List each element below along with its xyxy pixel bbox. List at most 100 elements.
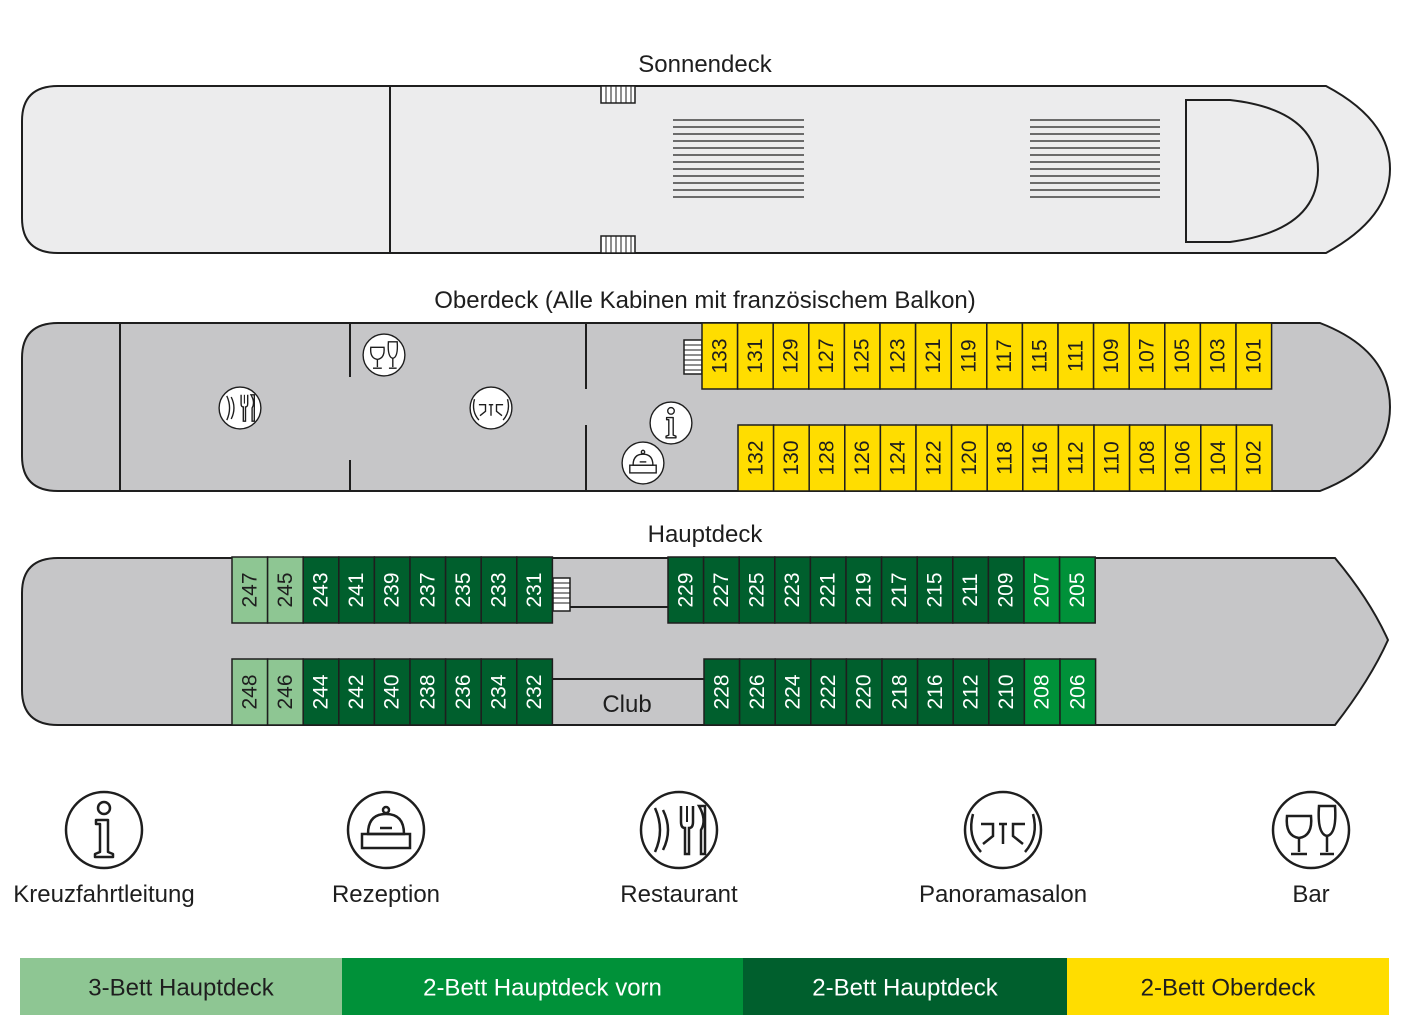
- cabin-130[interactable]: 130: [772, 424, 810, 492]
- cabin-246[interactable]: 246: [266, 658, 304, 726]
- cabin-223[interactable]: 223: [774, 556, 812, 624]
- cabin-210[interactable]: 210: [988, 658, 1026, 726]
- cabin-228[interactable]: 228: [703, 658, 741, 726]
- club-label: Club: [602, 691, 651, 718]
- cabin-number: 219: [852, 572, 875, 607]
- cabin-216[interactable]: 216: [916, 658, 954, 726]
- cabin-222[interactable]: 222: [810, 658, 848, 726]
- cabin-236[interactable]: 236: [444, 658, 482, 726]
- cabin-121[interactable]: 121: [914, 322, 952, 390]
- cabin-212[interactable]: 212: [952, 658, 990, 726]
- cabin-115[interactable]: 115: [1021, 322, 1059, 390]
- cabin-117[interactable]: 117: [986, 322, 1024, 390]
- cabin-number: 211: [959, 573, 982, 606]
- cabin-217[interactable]: 217: [880, 556, 918, 624]
- cabin-number: 112: [1065, 441, 1088, 474]
- cabin-104[interactable]: 104: [1200, 424, 1238, 492]
- cabin-240[interactable]: 240: [373, 658, 411, 726]
- cabin-124[interactable]: 124: [879, 424, 917, 492]
- cabin-229[interactable]: 229: [667, 556, 705, 624]
- cabin-120[interactable]: 120: [950, 424, 988, 492]
- cabin-number: 126: [851, 440, 874, 475]
- cabin-number: 215: [924, 572, 947, 607]
- legend-info-icon: [66, 792, 142, 868]
- cabin-237[interactable]: 237: [409, 556, 447, 624]
- cabin-226[interactable]: 226: [738, 658, 776, 726]
- cabin-number: 233: [488, 572, 511, 607]
- cabin-107[interactable]: 107: [1128, 322, 1166, 390]
- cabin-218[interactable]: 218: [881, 658, 919, 726]
- cabin-125[interactable]: 125: [843, 322, 881, 390]
- cabin-110[interactable]: 110: [1093, 424, 1131, 492]
- cabin-123[interactable]: 123: [879, 322, 917, 390]
- cabin-number: 111: [1064, 340, 1087, 372]
- cabin-number: 103: [1207, 338, 1230, 373]
- cabin-127[interactable]: 127: [808, 322, 846, 390]
- cabin-106[interactable]: 106: [1164, 424, 1202, 492]
- cabin-207[interactable]: 207: [1023, 556, 1061, 624]
- cabin-238[interactable]: 238: [409, 658, 447, 726]
- cabin-126[interactable]: 126: [844, 424, 882, 492]
- cabin-211[interactable]: 211: [952, 556, 990, 624]
- cabin-209[interactable]: 209: [987, 556, 1025, 624]
- cabin-number: 231: [523, 572, 546, 607]
- sundeck-bow-area: [1185, 99, 1320, 243]
- cabin-number: 105: [1171, 338, 1194, 373]
- cabin-128[interactable]: 128: [808, 424, 846, 492]
- cabin-number: 239: [381, 572, 404, 607]
- cabin-234[interactable]: 234: [480, 658, 518, 726]
- cabin-221[interactable]: 221: [809, 556, 847, 624]
- cabin-103[interactable]: 103: [1199, 322, 1237, 390]
- cabin-220[interactable]: 220: [845, 658, 883, 726]
- cabin-206[interactable]: 206: [1059, 658, 1097, 726]
- cabin-105[interactable]: 105: [1164, 322, 1202, 390]
- cabin-number: 123: [886, 338, 909, 373]
- cabin-116[interactable]: 116: [1022, 424, 1060, 492]
- cabin-112[interactable]: 112: [1057, 424, 1095, 492]
- cabin-205[interactable]: 205: [1058, 556, 1096, 624]
- cabin-132[interactable]: 132: [737, 424, 775, 492]
- cabin-244[interactable]: 244: [302, 658, 340, 726]
- cabin-233[interactable]: 233: [480, 556, 518, 624]
- cabin-101[interactable]: 101: [1235, 322, 1273, 390]
- cabin-247[interactable]: 247: [231, 556, 269, 624]
- cabin-208[interactable]: 208: [1023, 658, 1061, 726]
- cabin-111[interactable]: 111: [1057, 322, 1095, 390]
- cabin-number: 216: [924, 674, 947, 709]
- cabin-102[interactable]: 102: [1235, 424, 1273, 492]
- cabin-133[interactable]: 133: [701, 322, 739, 390]
- cabin-131[interactable]: 131: [736, 322, 774, 390]
- cabin-118[interactable]: 118: [986, 424, 1024, 492]
- cabin-number: 243: [310, 572, 333, 607]
- cabin-243[interactable]: 243: [302, 556, 340, 624]
- cabin-122[interactable]: 122: [915, 424, 953, 492]
- hauptdeck-title: Hauptdeck: [648, 521, 764, 548]
- cabin-number: 218: [888, 674, 911, 709]
- cabin-227[interactable]: 227: [702, 556, 740, 624]
- cabin-232[interactable]: 232: [516, 658, 554, 726]
- cabin-245[interactable]: 245: [266, 556, 304, 624]
- cabin-129[interactable]: 129: [772, 322, 810, 390]
- cabin-119[interactable]: 119: [950, 322, 988, 390]
- cabin-215[interactable]: 215: [916, 556, 954, 624]
- legend-restaurant-icon: [641, 792, 717, 868]
- cabin-number: 212: [960, 674, 983, 709]
- cabin-109[interactable]: 109: [1092, 322, 1130, 390]
- cabin-108[interactable]: 108: [1128, 424, 1166, 492]
- cabin-248[interactable]: 248: [231, 658, 269, 726]
- oberdeck-stairs: [683, 339, 703, 375]
- cabin-235[interactable]: 235: [444, 556, 482, 624]
- cabin-231[interactable]: 231: [516, 556, 554, 624]
- cabin-number: 109: [1100, 338, 1123, 373]
- cabin-219[interactable]: 219: [845, 556, 883, 624]
- cabin-241[interactable]: 241: [338, 556, 376, 624]
- cabin-225[interactable]: 225: [738, 556, 776, 624]
- cabin-242[interactable]: 242: [338, 658, 376, 726]
- cabin-number: 236: [452, 674, 475, 709]
- cabin-number: 102: [1243, 440, 1266, 475]
- cabin-224[interactable]: 224: [774, 658, 812, 726]
- cabin-239[interactable]: 239: [373, 556, 411, 624]
